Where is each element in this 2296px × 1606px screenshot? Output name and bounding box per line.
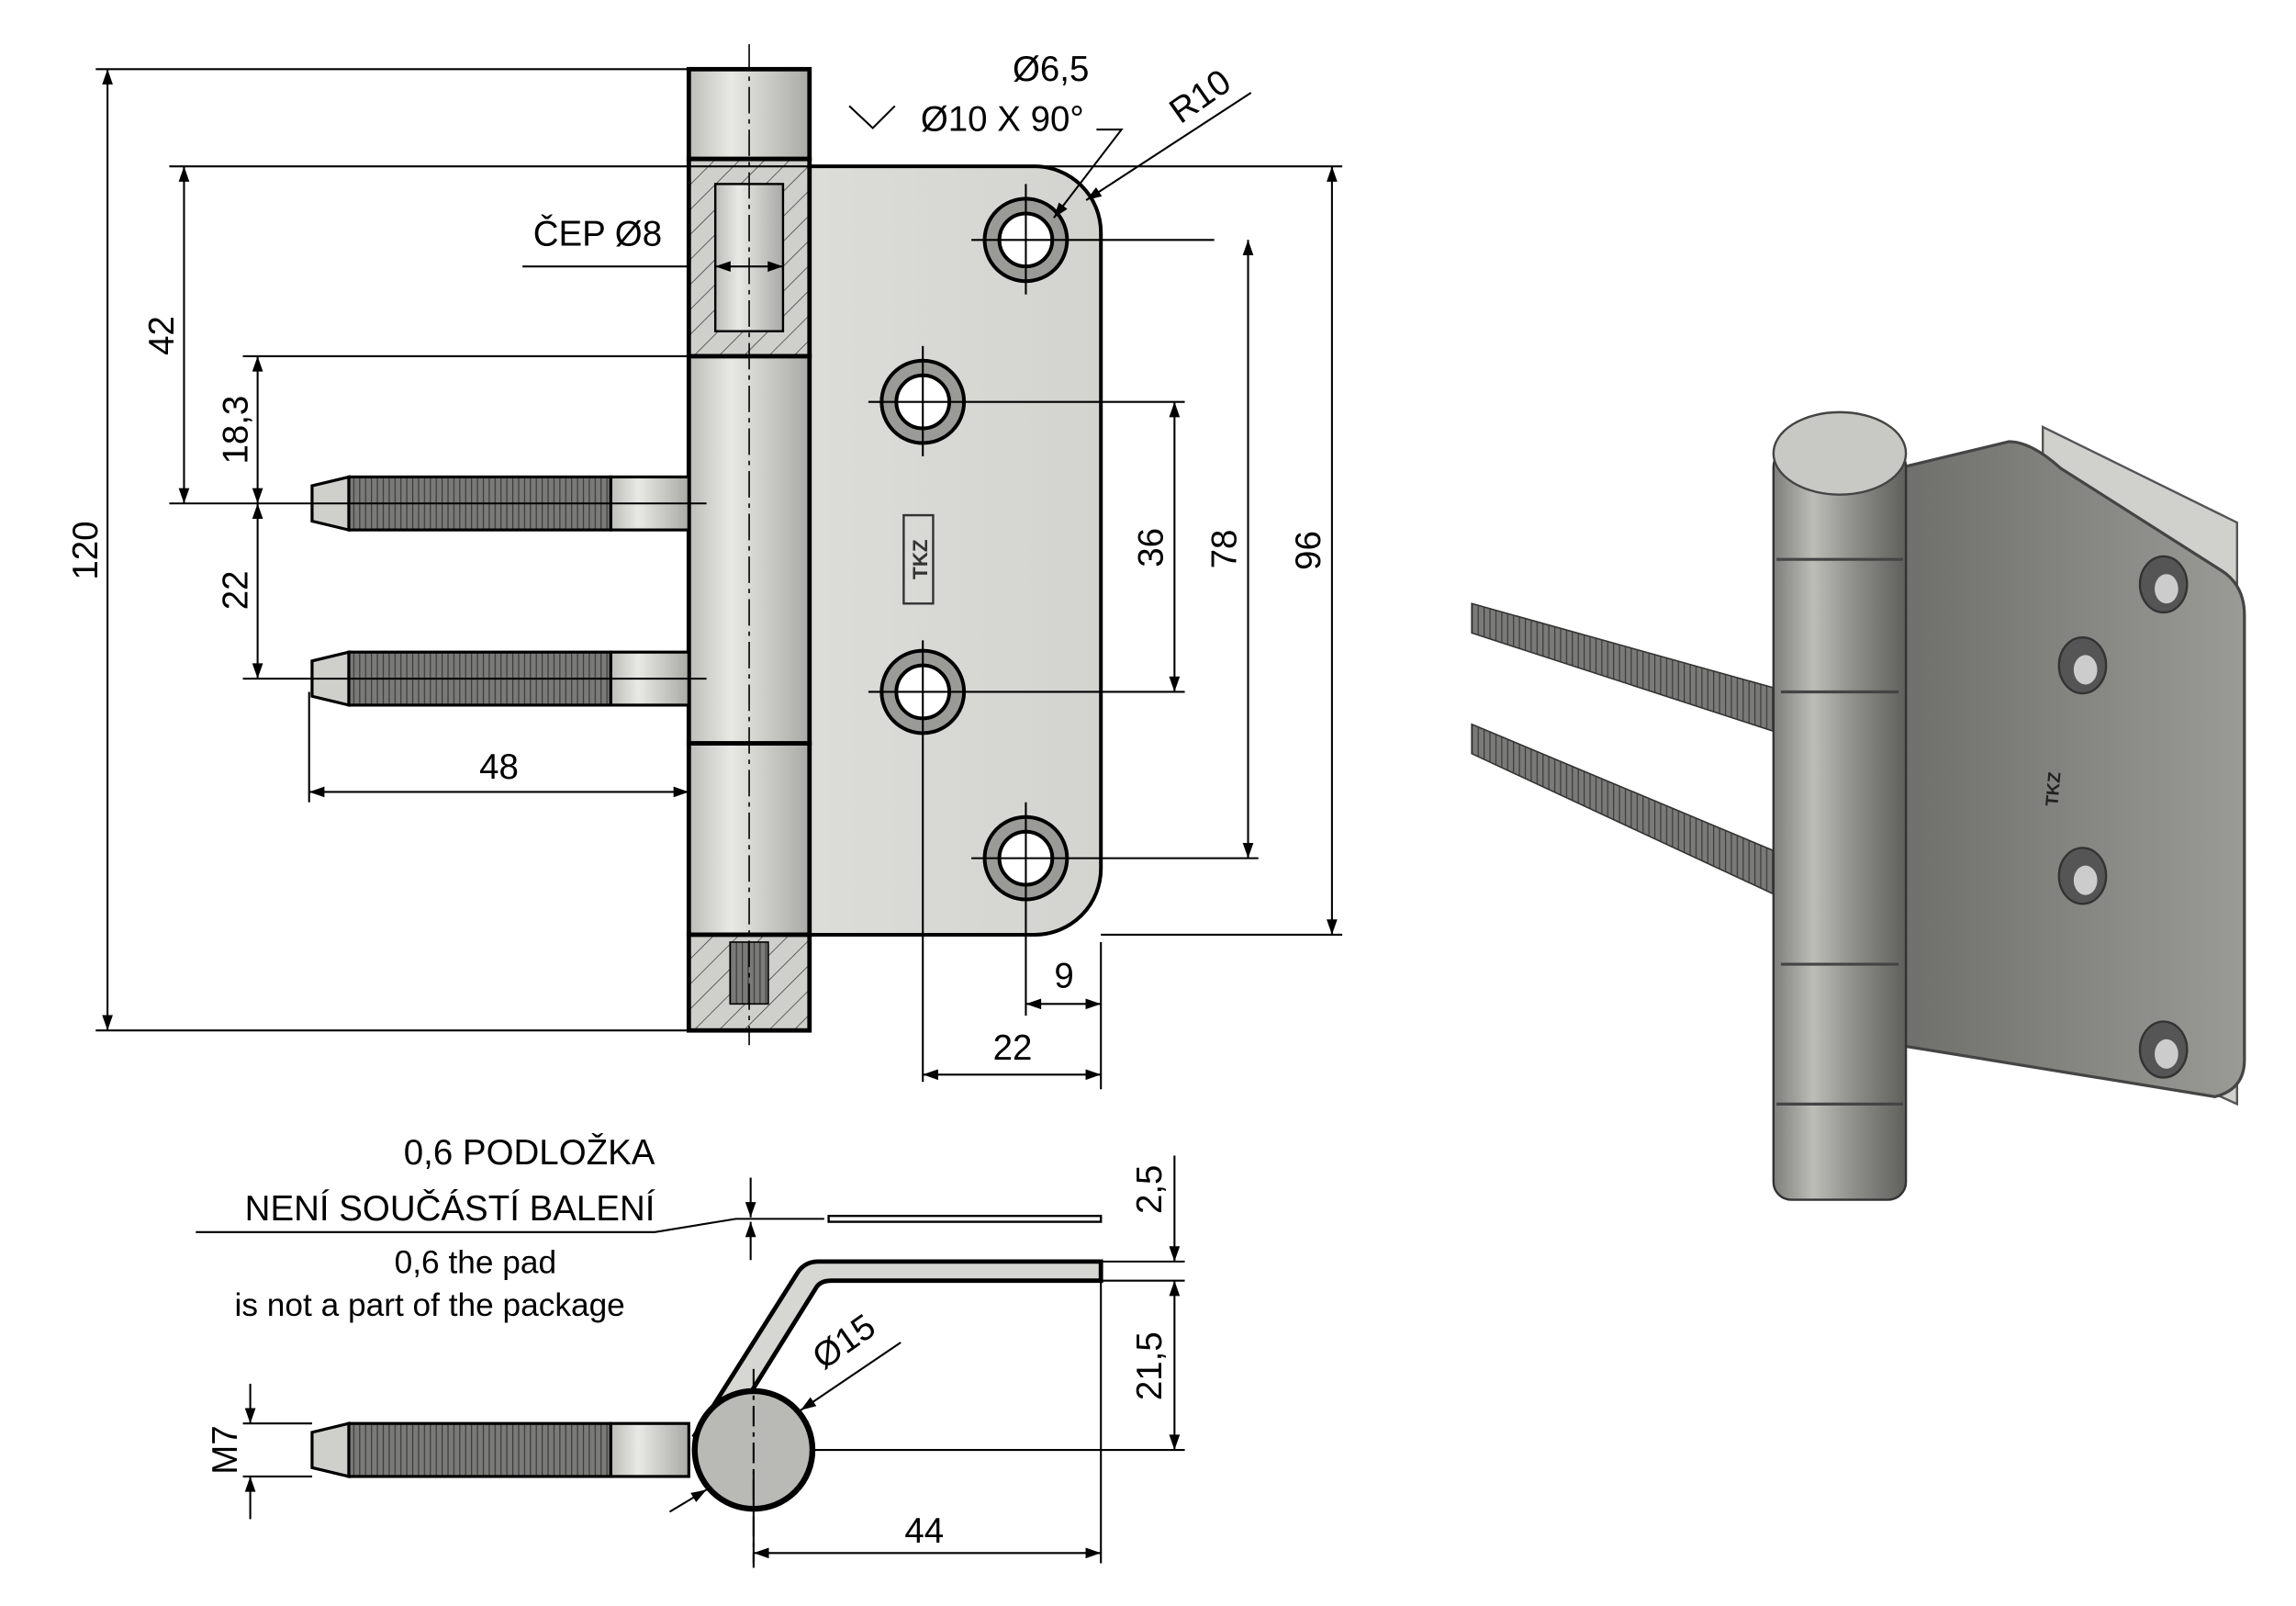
svg-text:TKZ: TKZ (909, 539, 932, 579)
pin-label: ČEP Ø8 (533, 214, 662, 254)
leaf-plate (807, 164, 1103, 937)
dim-120: 120 (66, 521, 106, 579)
pad-note-en-1: 0,6 the pad (395, 1245, 556, 1281)
svg-text:TKZ: TKZ (2043, 771, 2065, 807)
mounting-holes (868, 184, 1259, 1083)
dim-m7: M7 (206, 1425, 245, 1474)
dim-21-5: 21,5 (1130, 1331, 1170, 1400)
dim-48: 48 (479, 747, 519, 787)
hinge-knuckle (686, 44, 812, 1046)
dim-18-3: 18,3 (216, 396, 255, 465)
logo: TKZ (902, 513, 935, 605)
pad-note-cz-1: 0,6 PODLOŽKA (404, 1133, 655, 1173)
threaded-pins (310, 475, 690, 707)
dim-22-pins: 22 (216, 570, 255, 610)
dim-9: 9 (1054, 957, 1073, 996)
front-view: TKZ 120 42 (66, 44, 1343, 1090)
dim-2-5: 2,5 (1130, 1165, 1170, 1214)
dim-44: 44 (904, 1511, 944, 1551)
countersink-label: Ø10 X 90° (921, 100, 1084, 140)
radius-label: R10 (1162, 62, 1238, 131)
dim-42: 42 (142, 316, 182, 355)
hinge-3d-render: TKZ (1471, 410, 2246, 1201)
dim-15: Ø15 (805, 1307, 882, 1377)
pad-note-cz-2: NENÍ SOUČÁSTÍ BALENÍ (245, 1188, 655, 1229)
dim-22-holes: 22 (993, 1028, 1033, 1068)
hole-diameter-label: Ø6,5 (1013, 50, 1089, 89)
pins-3d (1471, 602, 1789, 903)
dim-96: 96 (1289, 531, 1328, 570)
side-view: 0,6 PODLOŽKA NENÍ SOUČÁSTÍ BALENÍ 0,6 th… (196, 1133, 1185, 1568)
dim-78: 78 (1205, 530, 1245, 569)
dim-36: 36 (1132, 528, 1171, 567)
pad-note-en-2: is not a part of the package (235, 1287, 625, 1323)
spacer-pad (827, 1214, 1103, 1223)
pin-side (310, 1421, 690, 1478)
